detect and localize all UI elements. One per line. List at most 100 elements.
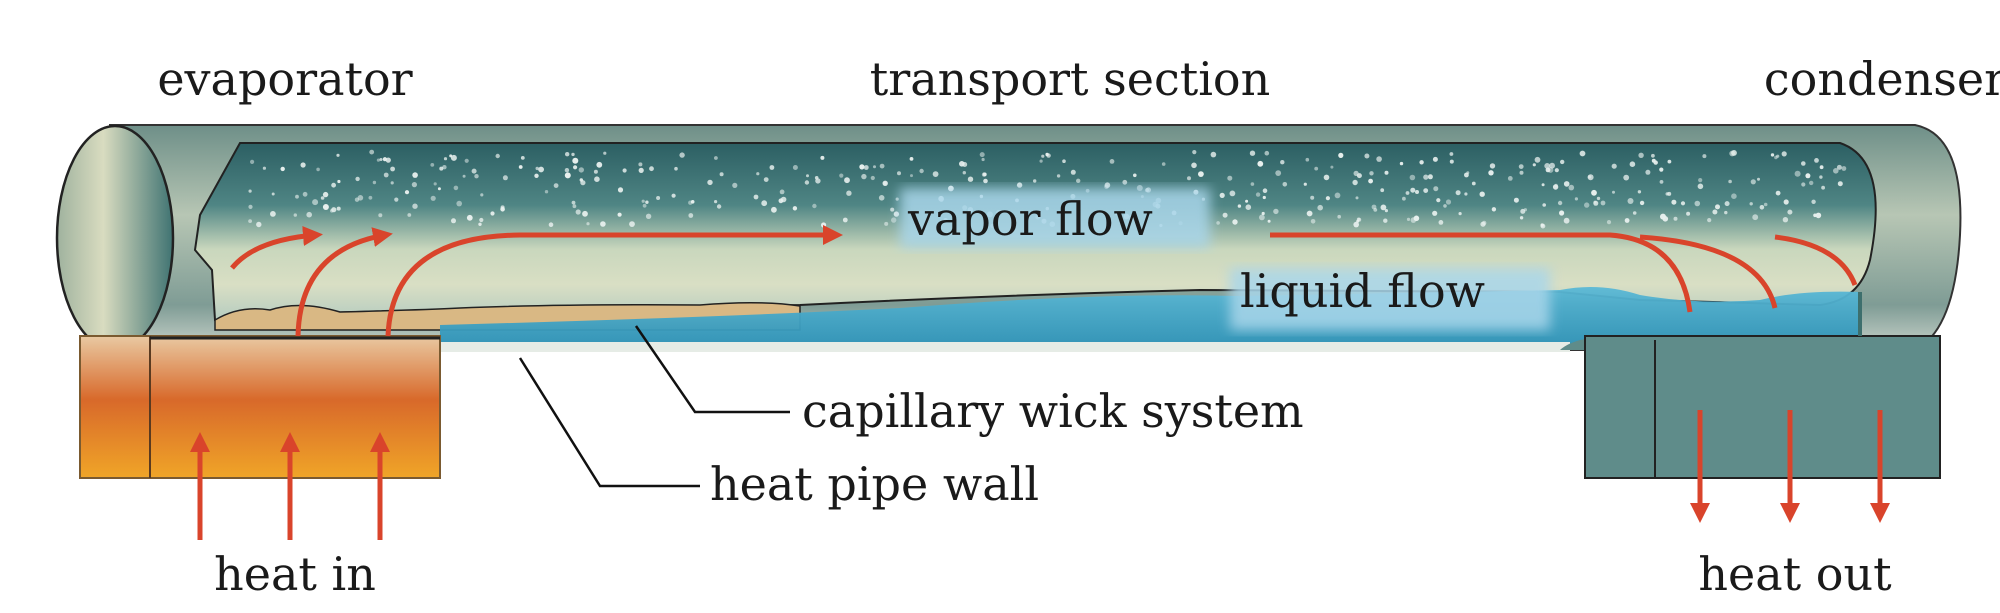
vapor-particle [638,162,643,167]
vapor-particle [771,206,777,213]
liquid-flow-label: liquid flow [1240,264,1485,318]
transport-section-label: transport section [870,52,1270,106]
vapor-particle [1819,165,1824,170]
vapor-particle [962,171,966,175]
vapor-particle [1192,150,1197,155]
vapor-particle [1480,221,1486,227]
vapor-particle [617,212,622,217]
vapor-particle [471,168,477,174]
vapor-particle [981,172,987,177]
vapor-particle [1814,158,1819,163]
vapor-particle [331,182,336,188]
vapor-particle [617,187,624,193]
vapor-particle [732,182,738,188]
vapor-particle [1752,214,1759,221]
vapor-particle [804,180,810,185]
vapor-particle [1680,201,1686,206]
vapor-particle [1282,182,1288,187]
vapor-particle [1432,210,1438,216]
vapor-particle [280,166,285,172]
vapor-particle [1259,214,1265,221]
vapor-particle [1750,179,1756,185]
vapor-particle [407,213,412,217]
vapor-particle [1464,172,1469,178]
vapor-arrow [385,225,843,337]
vapor-particle [412,203,418,209]
vapor-particle [312,199,319,206]
vapor-particle [262,166,266,170]
vapor-particle [355,176,360,182]
vapor-particle [1667,159,1672,164]
vapor-particle [910,174,913,178]
vapor-particle [1191,162,1197,169]
vapor-particle [1815,212,1822,219]
vapor-particle [464,158,469,163]
vapor-particle [411,182,417,188]
vapor-particle [1694,200,1701,207]
vapor-particle [368,195,373,200]
vapor-particle [1380,188,1385,193]
vapor-particle [439,166,444,171]
vapor-particle [1606,220,1612,225]
vapor-particle [302,191,308,197]
vapor-particle [1046,153,1051,158]
vapor-particle [383,172,389,178]
vapor-particle [443,157,448,161]
vapor-particle [719,172,724,177]
vapor-particle [1639,200,1645,206]
vapor-particle [1781,151,1787,157]
vapor-particle [586,222,590,226]
vapor-particle [1841,166,1847,171]
vapor-particle [839,173,844,178]
vapor-particle [879,163,885,169]
vapor-particle [430,195,436,201]
vapor-particle [385,157,391,163]
vapor-particle [779,189,785,195]
vapor-particle [316,167,320,172]
vapor-particle [1368,178,1373,184]
pipe-end-cap [55,124,175,352]
vapor-particle [716,204,722,209]
vapor-particle [1338,152,1344,158]
vapor-particle [821,222,827,228]
vapor-particle [1449,159,1454,164]
vapor-particle [571,152,575,157]
vapor-particle [337,179,341,184]
vapor-particle [1632,211,1637,215]
vapor-particle [688,213,694,218]
vapor-particle [1443,204,1447,208]
vapor-particle [792,206,798,211]
capillary-wick-system-label: capillary wick system [802,384,1304,438]
vapor-particle [1423,174,1429,180]
vapor-particle [1671,199,1677,205]
evaporator-block [79,335,441,479]
vapor-particle [1325,196,1330,201]
vapor-particle [295,194,299,199]
vapor-particle [1545,167,1551,173]
vapor-arrow [230,226,323,270]
vapor-particle [1587,174,1594,181]
vapor-particle [863,165,869,170]
vapor-particle [1532,163,1536,167]
vapor-particle [1267,219,1271,223]
vapor-particle [981,157,985,162]
vapor-particle [1519,216,1524,220]
vapor-particle [1423,188,1429,194]
vapor-particle [1376,156,1382,162]
vapor-particle [1334,192,1341,199]
vapor-particle [1419,160,1424,165]
vapor-particle [1489,163,1496,169]
vapor-particle [593,169,598,174]
vapor-particle [1161,162,1166,166]
vapor-particle [1479,191,1485,197]
vapor-particle [1518,164,1524,170]
vapor-particle [1836,164,1842,170]
vapor-particle [534,173,539,178]
vapor-particle [909,157,914,161]
vapor-particle [518,165,523,169]
vapor-particle [1579,150,1586,157]
vapor-particle [603,151,607,155]
vapor-particle [572,204,577,209]
vapor-flow-arrows [230,225,1858,337]
vapor-particle [1232,219,1238,225]
